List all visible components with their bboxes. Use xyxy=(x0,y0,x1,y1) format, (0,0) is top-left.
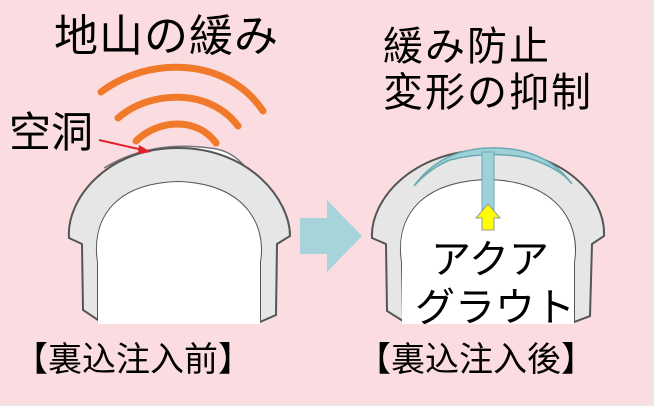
effect-label-line2: 変形の抑制 xyxy=(383,70,593,116)
right-arrow-icon xyxy=(300,200,362,272)
grout-label-line2: グラウト xyxy=(415,285,575,331)
caption-before: 【裏込注入前】 xyxy=(14,340,252,380)
tunnel-before xyxy=(67,145,292,324)
grout-label: アクア グラウト xyxy=(415,236,575,332)
loosening-arc-outer xyxy=(97,63,267,115)
void-arrow xyxy=(98,139,151,154)
loosening-arcs xyxy=(97,63,267,147)
ground-loosening-label: 地山の緩み xyxy=(54,11,279,62)
grout-label-line1: アクア xyxy=(431,237,549,283)
effect-label: 緩み防止 変形の抑制 xyxy=(383,24,593,116)
grout-layer xyxy=(413,147,573,187)
loosening-arc-inner xyxy=(132,120,220,147)
tunnel-interior-before xyxy=(96,182,262,324)
loosening-arc-middle xyxy=(114,93,242,130)
caption-after: 【裏込注入後】 xyxy=(357,340,595,380)
void-label: 空洞 xyxy=(9,108,94,157)
effect-label-line1: 緩み防止 xyxy=(383,24,551,70)
tunnel-interior-after xyxy=(400,180,576,324)
up-arrow-icon xyxy=(474,203,502,231)
tunnel-after xyxy=(370,147,606,324)
